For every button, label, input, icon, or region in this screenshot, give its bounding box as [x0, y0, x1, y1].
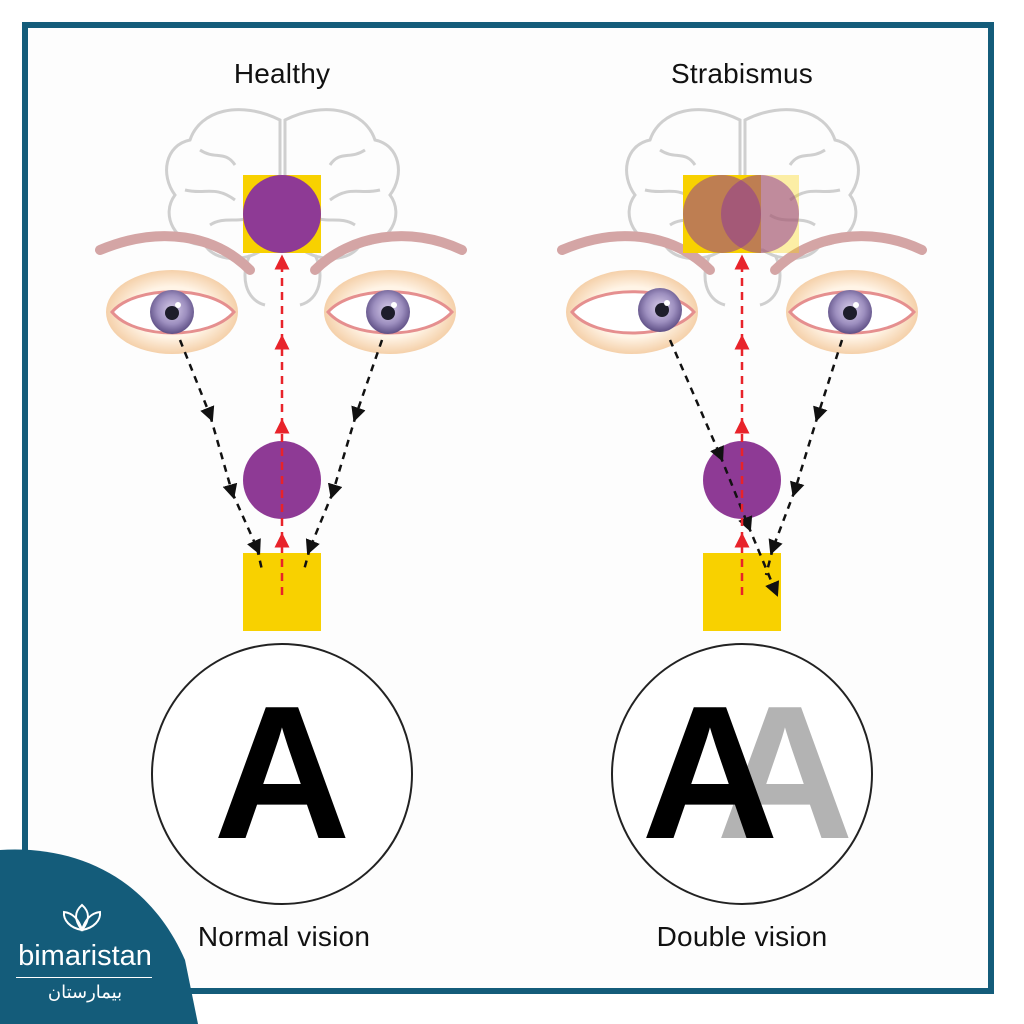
- brand-corner: [0, 849, 198, 1024]
- left-brow: [557, 231, 715, 275]
- brain-image-circle: [243, 175, 321, 253]
- right-eye: [786, 270, 918, 354]
- gaze-lines: [668, 339, 844, 597]
- brain-illustration: [165, 108, 400, 307]
- vision-letter-ghost: A: [716, 667, 853, 879]
- right-brow: [310, 231, 467, 275]
- left-eye-deviated: [566, 270, 698, 354]
- vision-letter: A: [213, 667, 350, 879]
- strabismus-title: Strabismus: [670, 58, 814, 89]
- strabismus-panel: A A: [557, 108, 927, 905]
- healthy-title: Healthy: [233, 58, 331, 89]
- left-brow: [95, 231, 255, 275]
- double-vision-circle: [611, 643, 873, 905]
- normal-vision-caption: Normal vision: [197, 921, 371, 952]
- healthy-panel: A: [95, 108, 467, 905]
- right-brow: [770, 231, 927, 275]
- left-eye: [106, 270, 238, 354]
- lotus-icon: [62, 903, 102, 932]
- normal-vision-circle: [151, 643, 413, 905]
- double-vision-caption: Double vision: [656, 921, 828, 952]
- brain-image-circle-ghost: [721, 175, 799, 253]
- vision-letter: A: [641, 667, 778, 879]
- gaze-lines: [178, 339, 384, 571]
- right-eye: [324, 270, 456, 354]
